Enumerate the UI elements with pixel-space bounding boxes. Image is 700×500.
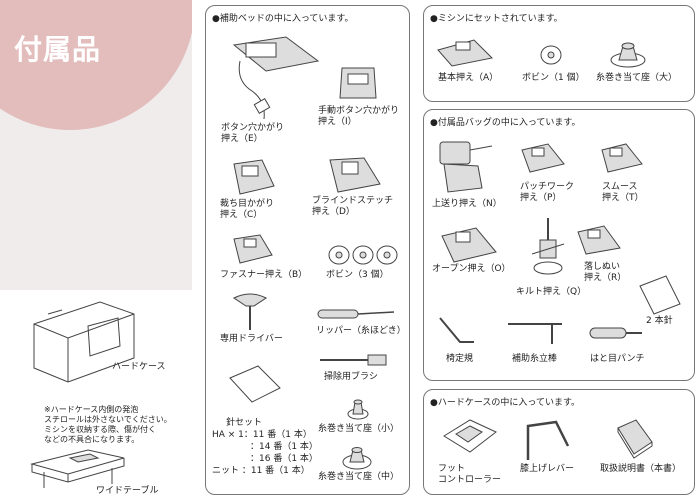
label-line: 裁ち目かがり bbox=[220, 199, 275, 209]
knee-lifter-icon bbox=[526, 420, 570, 460]
seam-guide-label: 椅定規 bbox=[446, 354, 474, 364]
basic-foot-label: 基本押え（A） bbox=[438, 73, 499, 83]
overcast-foot-label: 裁ち目かがり 押え（C） bbox=[220, 199, 274, 221]
needle-row: ：16 番（1 本） bbox=[250, 454, 318, 464]
seam-guide-icon bbox=[439, 317, 474, 343]
needle-pack-icon bbox=[229, 365, 281, 403]
ripper-icon bbox=[317, 309, 395, 319]
aux-bed-box: ●補助ベッドの中に入っています。 ボタン穴かがり 押え（E） 手動ボタン穴かがり… bbox=[205, 5, 410, 495]
buttonhole-foot-icon bbox=[232, 36, 320, 120]
open-foot-label: オープン押え（O） bbox=[432, 264, 511, 274]
spool-cap-medium-icon bbox=[342, 447, 372, 470]
manual-buttonhole-foot-icon bbox=[339, 67, 377, 99]
label-line: ボタン穴かがり bbox=[221, 123, 285, 133]
label-line: スムース bbox=[602, 182, 638, 192]
bobbin-label: ボビン（1 個） bbox=[522, 73, 585, 83]
foot-controller-label: フット コントローラー bbox=[438, 464, 501, 486]
spool-cap-medium-label: 糸巻き当て座（中） bbox=[318, 472, 400, 482]
label-line: 押え（P） bbox=[520, 193, 562, 203]
blind-stitch-foot-icon bbox=[329, 157, 381, 193]
twin-needle-label: 2 本針 bbox=[646, 316, 673, 326]
wide-table-label: ワイドテーブル bbox=[96, 486, 159, 496]
screwdriver-icon bbox=[233, 293, 267, 330]
zipper-foot-label: ファスナー押え（B） bbox=[220, 270, 308, 280]
instruction-manual-label: 取扱説明書（本書） bbox=[600, 464, 682, 474]
bobbin-icon bbox=[540, 45, 562, 65]
twin-needle-pack-icon bbox=[639, 275, 681, 315]
note-line: スチロールは外さないでください。 bbox=[44, 415, 172, 424]
brush-icon bbox=[320, 354, 387, 366]
aux-bed-heading: ●補助ベッドの中に入っています。 bbox=[212, 14, 354, 24]
spool-cap-large-label: 糸巻き当て座（大） bbox=[596, 73, 678, 83]
stitch-in-ditch-foot-icon bbox=[577, 225, 621, 255]
label-line: 押え（D） bbox=[312, 207, 355, 217]
note-line: ※ハードケース内側の発泡 bbox=[44, 405, 139, 414]
hard-case-contents-box: ●ハードケースの中に入っています。 フット コントローラー 膝上げレバー 取扱説… bbox=[423, 389, 695, 495]
wide-table-icon bbox=[30, 449, 125, 488]
machine-set-heading: ●ミシンにセットされています。 bbox=[430, 14, 563, 24]
note-line: などの不具合になります。 bbox=[44, 435, 140, 444]
open-foot-icon bbox=[441, 227, 497, 263]
needle-row: ：14 番（1 本） bbox=[250, 442, 318, 452]
ripper-label: リッパー（糸ほどき） bbox=[316, 326, 406, 336]
eyelet-punch-icon bbox=[589, 327, 642, 339]
spool-pin-icon bbox=[508, 323, 562, 344]
spool-pin-label: 補助糸立棒 bbox=[512, 354, 558, 364]
accessory-bag-heading: ●付属品バッグの中に入っています。 bbox=[430, 118, 581, 128]
hard-case-contents-heading: ●ハードケースの中に入っています。 bbox=[430, 398, 581, 408]
label-line: 押え（I） bbox=[318, 117, 357, 127]
foot-controller-icon bbox=[443, 419, 497, 453]
label-line: パッチワーク bbox=[520, 182, 575, 192]
label-line: ブラインドステッチ bbox=[312, 196, 394, 206]
hard-case-label: ハードケース bbox=[112, 362, 166, 372]
eyelet-punch-label: はと目パンチ bbox=[590, 354, 645, 364]
manual-buttonhole-foot-label: 手動ボタン穴かがり 押え（I） bbox=[318, 106, 399, 128]
basic-foot-icon bbox=[437, 39, 494, 67]
bobbins-label: ボビン（3 個） bbox=[326, 270, 389, 280]
screwdriver-label: 専用ドライバー bbox=[220, 334, 283, 344]
label-line: 手動ボタン穴かがり bbox=[318, 106, 400, 116]
machine-set-box: ●ミシンにセットされています。 基本押え（A） ボビン（1 個） 糸巻き当て座（… bbox=[423, 5, 695, 102]
quilting-foot-icon bbox=[531, 218, 565, 275]
needle-row: HA × 1：11 番（1 本） bbox=[212, 430, 312, 440]
spool-cap-small-label: 糸巻き当て座（小） bbox=[318, 424, 400, 434]
spool-cap-small-icon bbox=[347, 399, 369, 420]
needle-row: ニット ：11 番（1 本） bbox=[212, 466, 310, 476]
walking-foot-label: 上送り押え（N） bbox=[432, 199, 502, 209]
label-line: 押え（E） bbox=[221, 134, 263, 144]
quilting-foot-label: キルト押え（Q） bbox=[516, 287, 587, 297]
instruction-manual-icon bbox=[617, 419, 653, 459]
patchwork-foot-icon bbox=[521, 143, 565, 173]
walking-foot-icon bbox=[439, 141, 493, 193]
label-line: フット bbox=[438, 464, 466, 474]
overcast-foot-icon bbox=[233, 159, 275, 195]
label-line: コントローラー bbox=[438, 475, 502, 485]
page-title: 付属品 bbox=[14, 33, 102, 66]
brush-label: 掃除用ブラシ bbox=[324, 372, 378, 382]
accessory-bag-box: ●付属品バッグの中に入っています。 上送り押え（N） パッチワーク 押え（P） … bbox=[423, 109, 695, 381]
blind-stitch-foot-label: ブラインドステッチ 押え（D） bbox=[312, 196, 393, 218]
bobbins-icon bbox=[328, 245, 398, 265]
label-line: 押え（R） bbox=[584, 273, 627, 283]
smooth-foot-icon bbox=[601, 143, 643, 173]
spool-cap-large-icon bbox=[610, 42, 646, 68]
label-line: 落しぬい bbox=[584, 262, 621, 272]
hard-case-note: ※ハードケース内側の発泡 スチロールは外さないでください。 ミシンを収納する際、… bbox=[44, 405, 172, 445]
stitch-in-ditch-foot-label: 落しぬい 押え（R） bbox=[584, 262, 626, 284]
note-line: ミシンを収納する際、傷が付く bbox=[44, 425, 156, 434]
patchwork-foot-label: パッチワーク 押え（P） bbox=[520, 182, 574, 204]
knee-lifter-label: 膝上げレバー bbox=[520, 464, 575, 474]
smooth-foot-label: スムース 押え（T） bbox=[602, 182, 644, 204]
buttonhole-foot-label: ボタン穴かがり 押え（E） bbox=[221, 123, 284, 145]
label-line: 押え（T） bbox=[602, 193, 644, 203]
hard-case-icon bbox=[33, 301, 135, 383]
needle-set-title: 針セット bbox=[226, 418, 263, 428]
label-line: 押え（C） bbox=[220, 210, 263, 220]
zipper-foot-icon bbox=[233, 234, 273, 264]
